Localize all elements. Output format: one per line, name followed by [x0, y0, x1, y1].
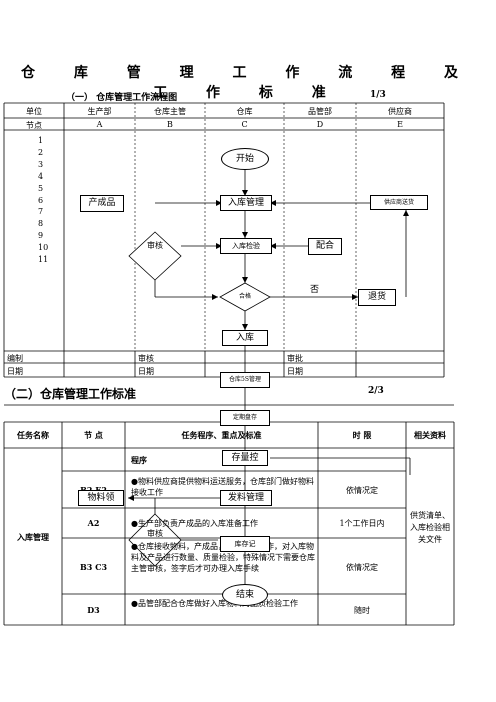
- related-docs-cell: 供货清单、入库检验相关文件: [410, 511, 450, 544]
- step-number: 4: [38, 171, 44, 181]
- flow-start-node: 开始: [221, 148, 269, 170]
- date-label: 日期: [287, 367, 303, 376]
- flow-decision-label: 合格: [238, 293, 251, 300]
- header-procedure: 任务程序、重点及标准: [181, 430, 262, 440]
- unit-warehouse-supervisor: 仓库主管: [154, 107, 186, 116]
- row-time-limit: 随时: [354, 606, 370, 615]
- step-number: 6: [38, 195, 44, 205]
- row-time-limit: 依情况定: [346, 563, 378, 572]
- reviewed-label: 审核: [138, 354, 154, 363]
- header-time-limit: 时 限: [352, 430, 372, 440]
- row-node: A2: [87, 518, 100, 528]
- header-related-docs: 相关资料: [414, 430, 446, 440]
- section2-heading: （二）仓库管理工作标准: [4, 387, 137, 401]
- row-procedure-text: ●生产部负责产成品的入库准备工作: [131, 519, 258, 528]
- flow-no-label: 否: [310, 285, 320, 295]
- date-label: 日期: [7, 367, 23, 376]
- section1-page-number: 1/3: [370, 90, 386, 100]
- header-task-name: 任务名称: [17, 430, 49, 440]
- step-number: 7: [38, 207, 44, 217]
- flow-inventory-control-node: 存量控: [222, 450, 268, 466]
- step-number: 1: [38, 136, 44, 145]
- flow-periodic-inventory-node: 定期盘存: [220, 410, 270, 426]
- step-number: 9: [38, 231, 44, 241]
- row-time-limit: 1个工作日内: [339, 519, 385, 528]
- step-number: 8: [38, 219, 44, 229]
- step-numbers: 1 2 3 4 5 6 7 8 9 10 11: [38, 135, 48, 266]
- flow-return-node: 退货: [358, 289, 396, 306]
- step-number: 2: [38, 147, 44, 157]
- unit-header: 单位: [26, 107, 42, 116]
- row-procedure-text: ●物料供应商提供物料运送服务，仓库部门做好物料接收工作: [131, 477, 314, 497]
- row-procedure-text: ●品管部配合仓库做好入库物料的品质检验工作: [131, 599, 298, 608]
- flow-inbound-mgmt-node: 入库管理: [220, 195, 272, 211]
- unit-production: 生产部: [87, 107, 112, 116]
- unit-quality: 品管部: [308, 107, 332, 116]
- procedure-label: 程序: [131, 455, 147, 465]
- section2-page-number: 2/3: [368, 386, 384, 396]
- date-label: 日期: [138, 367, 154, 376]
- flow-material-issue-node: 物料领: [78, 490, 124, 506]
- approved-label: 审批: [287, 354, 303, 363]
- unit-warehouse: 仓库: [236, 107, 253, 116]
- node-a: A: [96, 120, 103, 129]
- node-d: D: [316, 120, 324, 129]
- node-c: C: [241, 120, 248, 129]
- node-b: B: [167, 120, 173, 129]
- node-header: 节点: [26, 121, 42, 130]
- task-name-cell: 入库管理: [17, 532, 49, 542]
- flow-cooperate-node: 配合: [308, 238, 342, 255]
- flow-product-node: 产成品: [80, 195, 124, 212]
- step-number: 11: [38, 255, 49, 265]
- document-title: 仓 库 管 理 工 作 流 程 及 工 作 标 准: [21, 65, 475, 101]
- flow-stock-record-node: 库存记: [220, 536, 270, 552]
- flow-supplier-delivery-node: 供应商送货: [370, 195, 428, 210]
- step-number: 10: [38, 243, 49, 253]
- row-time-limit: 依情况定: [346, 486, 378, 495]
- prepared-label: 编制: [7, 354, 23, 363]
- step-number: 5: [38, 183, 44, 193]
- flow-audit-label: 审核: [147, 241, 163, 250]
- node-e: E: [397, 120, 403, 129]
- row-node: B3 C3: [79, 562, 108, 572]
- step-number: 3: [38, 159, 44, 169]
- flow-issue-mgmt-node: 发料管理: [220, 490, 272, 506]
- section1-heading: （一） 仓库管理工作流程图: [66, 93, 178, 103]
- header-node: 节 点: [84, 430, 103, 440]
- flow-stock-in-node: 入库: [222, 330, 268, 346]
- row-node: D3: [87, 605, 100, 615]
- flow-inbound-inspect-node: 入库检验: [220, 238, 272, 254]
- flow-audit2-label: 审核: [147, 529, 163, 538]
- unit-supplier: 供应商: [388, 107, 412, 116]
- flow-end-node: 结束: [222, 584, 268, 606]
- flow-warehouse-5s-node: 仓库5S管理: [220, 372, 270, 388]
